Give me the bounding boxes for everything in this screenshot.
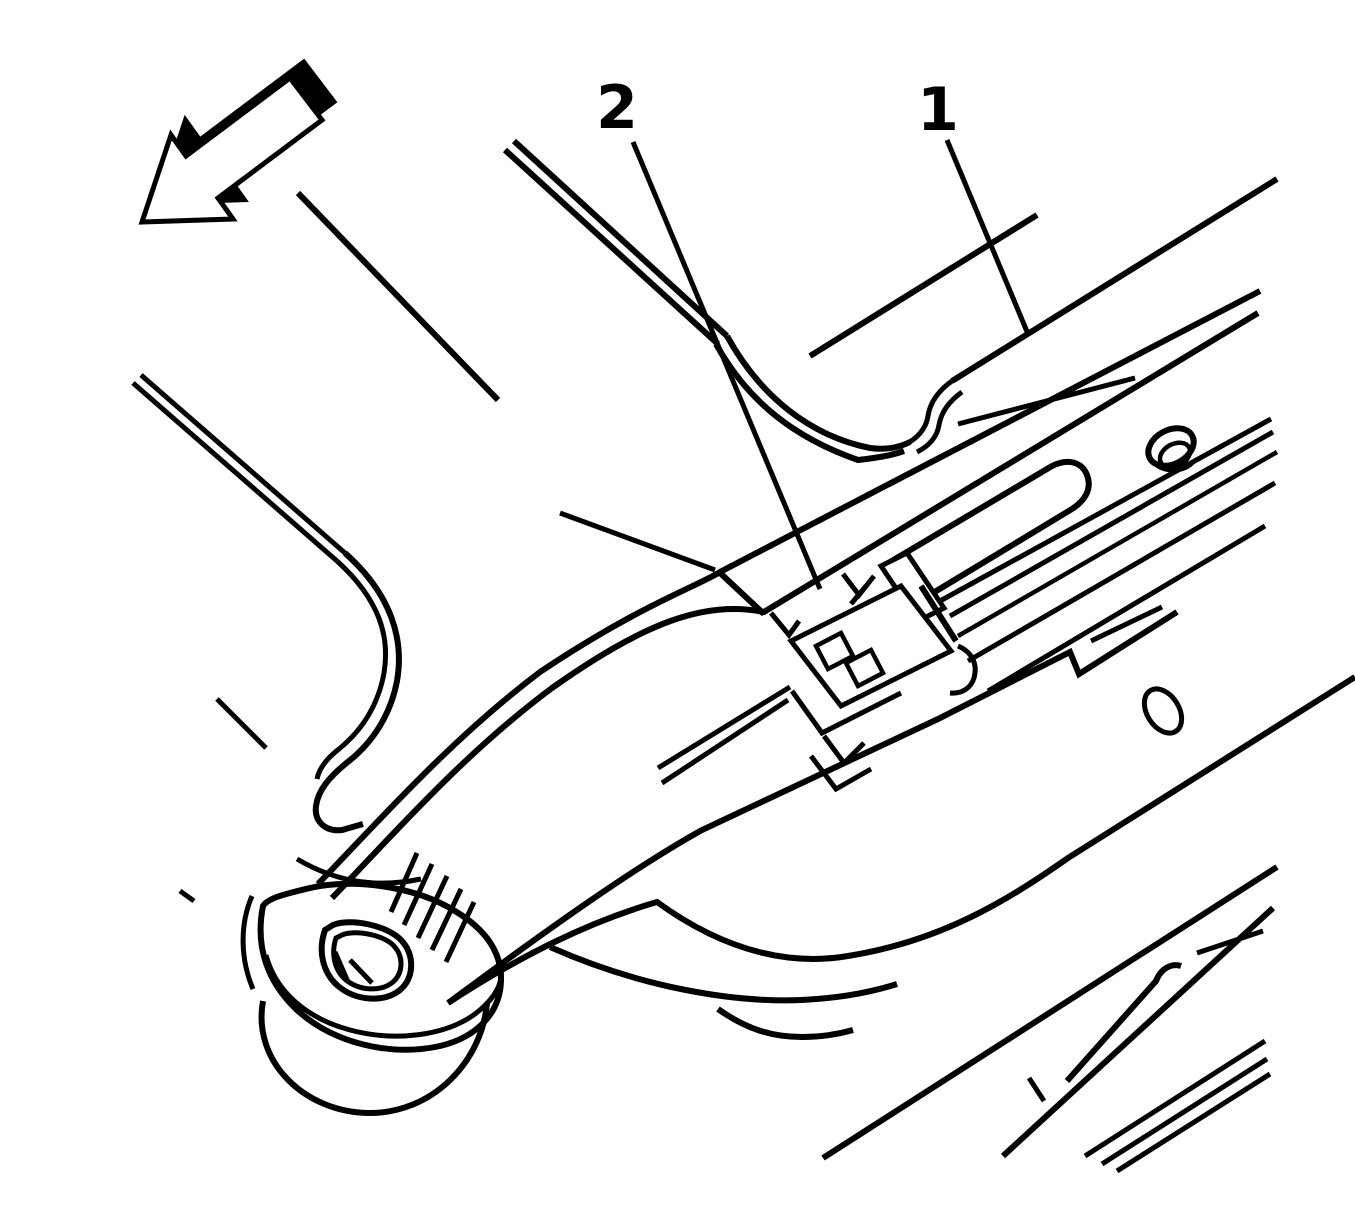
rail-line-u bbox=[986, 523, 1267, 694]
clip-notch-left bbox=[769, 611, 802, 640]
pivot-ring-bottom-double bbox=[263, 954, 504, 1039]
trim-fold-edge-b bbox=[915, 389, 964, 455]
rivet-boss-base-arc bbox=[1148, 457, 1196, 473]
trim-fold-edge-a bbox=[902, 378, 954, 448]
pivot-cylinder-bottom bbox=[258, 1000, 490, 1117]
pivot-left-arc bbox=[240, 895, 256, 990]
direction-arrow-icon bbox=[138, 58, 338, 225]
hatch-br-2 bbox=[1100, 1056, 1269, 1167]
callout-1-leader-line bbox=[944, 139, 1031, 335]
blade-inner-line-b bbox=[716, 1006, 854, 1041]
panel-edge-short bbox=[808, 212, 1039, 359]
rail-line-q2-right bbox=[948, 429, 1275, 619]
hatch-l-2 bbox=[415, 874, 450, 940]
flange-step-short-line bbox=[1089, 604, 1164, 644]
clip-bracket-notch bbox=[821, 734, 866, 767]
pivot-ring-outer bbox=[257, 880, 505, 1053]
windshield-edge-line-a bbox=[502, 147, 721, 347]
short-edge-tick bbox=[215, 697, 268, 750]
channel-back-edge bbox=[559, 510, 716, 573]
rail-lower-fan-lines bbox=[656, 416, 1279, 786]
headliner-curve-b bbox=[724, 334, 912, 452]
clip-bracket-top bbox=[789, 689, 903, 737]
rail-line-r bbox=[956, 450, 1279, 638]
rivet-boss-outer bbox=[1145, 425, 1197, 469]
callout-1: 1 bbox=[917, 75, 1031, 335]
body-line-second bbox=[1000, 905, 1276, 1159]
windshield-edge-line-b bbox=[511, 138, 730, 339]
pivot-left-tick bbox=[178, 888, 196, 904]
hatch-br-4 bbox=[1196, 928, 1264, 956]
arm-front-edge-lower bbox=[329, 310, 1260, 901]
body-line-long bbox=[821, 864, 1279, 1161]
pillar-double-line-b bbox=[139, 373, 347, 555]
clip-hook-right bbox=[949, 643, 978, 696]
clip-tooth-1 bbox=[812, 629, 857, 673]
clip-strut bbox=[918, 584, 959, 643]
rail-line-q1-left bbox=[656, 684, 792, 771]
clip-bracket-foot bbox=[809, 754, 873, 793]
callout-2-label: 2 bbox=[596, 73, 638, 143]
rail-pivot-end bbox=[178, 880, 505, 1117]
blade-top-edge bbox=[446, 609, 1179, 1006]
rail-top-edge bbox=[950, 176, 1279, 384]
hatch-br-1 bbox=[1083, 1038, 1267, 1159]
pillar-and-roof-edges bbox=[131, 138, 964, 563]
clip-tooth-2 bbox=[842, 646, 887, 690]
oval-hole bbox=[1141, 686, 1185, 736]
clip-v-notch-small bbox=[849, 584, 868, 606]
rail-slot-opening bbox=[883, 458, 1092, 599]
hatch-l-4 bbox=[443, 900, 477, 964]
rail-arm-band bbox=[315, 288, 1262, 901]
rail-line-q1-right bbox=[938, 416, 1273, 604]
panel-features-right bbox=[1141, 425, 1197, 736]
square-hole-outer bbox=[318, 919, 415, 1002]
roof-edge-line bbox=[295, 190, 501, 403]
hook-outer-edge bbox=[312, 550, 402, 834]
square-hole-detail-a bbox=[332, 951, 351, 983]
rivet-boss-inner bbox=[1157, 440, 1193, 470]
hatch-br-3 bbox=[1115, 1071, 1272, 1174]
headliner-curve-a bbox=[713, 342, 906, 464]
rail-bottom-blade bbox=[446, 609, 1355, 1041]
pillar-double-line-a bbox=[131, 381, 339, 563]
arrow-front-face bbox=[138, 74, 326, 225]
hatch-l-3 bbox=[429, 887, 464, 952]
square-hole-inner bbox=[331, 930, 404, 992]
channel-end-cap bbox=[715, 568, 767, 617]
body-tick bbox=[1026, 1076, 1047, 1103]
arm-front-edge-upper bbox=[315, 288, 1262, 887]
clip-body bbox=[787, 582, 955, 710]
retainer-clip bbox=[769, 549, 978, 793]
callout-1-label: 1 bbox=[917, 75, 959, 145]
hook-inner-edge bbox=[314, 559, 389, 780]
roof-panel-upper-lines bbox=[559, 176, 1279, 573]
square-hole-detail-b bbox=[348, 958, 374, 985]
branch-line bbox=[1064, 962, 1182, 1083]
blade-bottom-edge bbox=[446, 674, 1355, 1006]
rail-line-q2-left bbox=[660, 697, 790, 786]
lower-body-lines bbox=[821, 864, 1279, 1174]
hatch-l-5 bbox=[388, 851, 420, 914]
rail-line-t bbox=[966, 480, 1277, 664]
blade-inner-line-a bbox=[548, 944, 898, 1004]
